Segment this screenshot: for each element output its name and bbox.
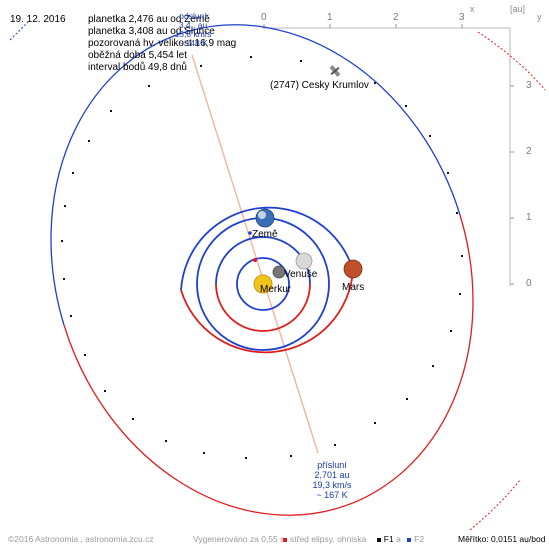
mars-planet bbox=[343, 259, 363, 279]
legend-a-text: a bbox=[396, 534, 401, 544]
generation-time: Vygenerováno za 0,55 s bbox=[193, 534, 285, 544]
y-tick-label: 2 bbox=[526, 146, 532, 157]
interval-dot bbox=[70, 315, 72, 317]
interval-dot bbox=[374, 82, 376, 84]
interval-dot bbox=[450, 330, 452, 332]
interval-dot bbox=[374, 422, 376, 424]
interval-dot bbox=[456, 212, 458, 214]
perihelion-label: přísluní 2,701 au 19,3 km/s ~ 167 K bbox=[302, 460, 362, 500]
y-tick-label: 0 bbox=[526, 278, 532, 289]
perihelion-distance: 2,701 au bbox=[314, 470, 350, 480]
interval-dot bbox=[64, 205, 66, 207]
venus-orbit-red bbox=[215, 283, 311, 332]
sun bbox=[253, 274, 273, 294]
interval-dot bbox=[447, 172, 449, 174]
interval-dot bbox=[405, 105, 407, 107]
mercury-orbit bbox=[236, 257, 290, 311]
y-axis-name: y bbox=[537, 12, 542, 22]
legend-center-text: střed elipsy, ohniska bbox=[290, 534, 367, 544]
mercury-planet bbox=[272, 265, 286, 279]
interval-dot bbox=[406, 398, 408, 400]
copyright-link[interactable]: ©2016 Astronomia , astronomia.zcu.cz bbox=[8, 534, 154, 544]
interval-dot bbox=[110, 110, 112, 112]
interval-dot bbox=[429, 135, 431, 137]
outer-dashed-arc bbox=[477, 31, 546, 91]
interval-dot bbox=[132, 418, 134, 420]
interval-dot bbox=[84, 354, 86, 356]
mars-label: Mars bbox=[342, 282, 365, 293]
interval-dot bbox=[63, 278, 65, 280]
venus-planet bbox=[295, 252, 313, 270]
earth-cloud bbox=[258, 211, 266, 219]
scale-label: Měřítko: 0,0151 au/bod bbox=[458, 534, 546, 544]
interval-dot bbox=[245, 457, 247, 459]
x-tick-label: 1 bbox=[327, 12, 333, 23]
perihelion-speed: 19,3 km/s bbox=[312, 480, 352, 490]
interval-dot bbox=[250, 56, 252, 58]
aphelion-speed: 15,8 km/s bbox=[174, 29, 212, 39]
legend-f1-dot bbox=[376, 537, 381, 542]
x-tick-label: 2 bbox=[393, 12, 399, 23]
outer-dashed-arc-blue bbox=[9, 21, 29, 41]
legend: střed elipsy, ohniska F1 a F2 bbox=[283, 534, 424, 544]
outer-dashed-arc-red-bottom bbox=[469, 479, 521, 531]
interval-dot bbox=[200, 65, 202, 67]
earth-planet bbox=[255, 208, 275, 228]
interval-dot bbox=[300, 60, 302, 62]
legend-f1-text: F1 bbox=[383, 534, 394, 544]
x-tick-label: 0 bbox=[261, 12, 267, 23]
legend-center-dot bbox=[283, 537, 287, 542]
interval-dot bbox=[290, 455, 292, 457]
earth-marker-dot bbox=[248, 231, 252, 235]
asteroid-marker bbox=[329, 65, 341, 77]
interval-dot bbox=[461, 255, 463, 257]
axis-unit: [au] bbox=[510, 4, 526, 14]
legend-f2-dot bbox=[407, 537, 412, 542]
info-interval: interval bodů 49,8 dnů bbox=[88, 62, 187, 73]
interval-dot bbox=[148, 85, 150, 87]
info-distance-earth: planetka 2,476 au od Země bbox=[88, 14, 210, 25]
interval-dot bbox=[104, 390, 106, 392]
x-tick-label: 3 bbox=[459, 12, 465, 23]
interval-dot bbox=[165, 440, 167, 442]
asteroid-label: (2747) Cesky Krumlov bbox=[270, 80, 369, 91]
perihelion-title: přísluní bbox=[317, 460, 347, 470]
interval-dot bbox=[459, 293, 461, 295]
interval-dot bbox=[334, 444, 336, 446]
interval-dot bbox=[88, 140, 90, 142]
perihelion-temperature: ~ 167 K bbox=[316, 490, 348, 500]
ellipse-center-dot bbox=[253, 258, 257, 262]
earth-label: Země bbox=[252, 229, 278, 240]
aphelion-temperature: ~ 148 K bbox=[178, 38, 208, 48]
info-period: oběžná doba 5,454 let bbox=[88, 50, 187, 61]
legend-f2-text: F2 bbox=[414, 534, 425, 544]
interval-dot bbox=[203, 452, 205, 454]
y-tick-label: 3 bbox=[526, 80, 532, 91]
interval-dot bbox=[72, 172, 74, 174]
y-tick-label: 1 bbox=[526, 212, 532, 223]
info-magnitude: pozorovaná hv. velikost 16,9 mag bbox=[88, 38, 237, 49]
asteroid-orbit-red bbox=[63, 214, 474, 516]
aphelion-distance: 3,4.. au bbox=[178, 20, 208, 30]
mars-orbit-blue bbox=[180, 206, 354, 291]
apsidal-line bbox=[191, 54, 319, 454]
x-axis-name: x bbox=[470, 4, 475, 14]
date-label: 19. 12. 2016 bbox=[10, 14, 66, 25]
venus-label: Venuše bbox=[284, 269, 318, 280]
info-distance-sun: planetka 3,408 au od Slunce bbox=[88, 26, 215, 37]
aphelion-title: odsluní bbox=[179, 11, 207, 21]
mercury-label: Merkur bbox=[260, 284, 292, 295]
interval-dot bbox=[432, 365, 434, 367]
asteroid-orbit-blue bbox=[50, 24, 461, 326]
interval-dot bbox=[61, 240, 63, 242]
mars-orbit-red bbox=[180, 269, 354, 354]
aphelion-label: odsluní 3,4.. au 15,8 km/s ~ 148 K bbox=[168, 12, 218, 48]
orbit-interval-dots bbox=[61, 56, 463, 459]
